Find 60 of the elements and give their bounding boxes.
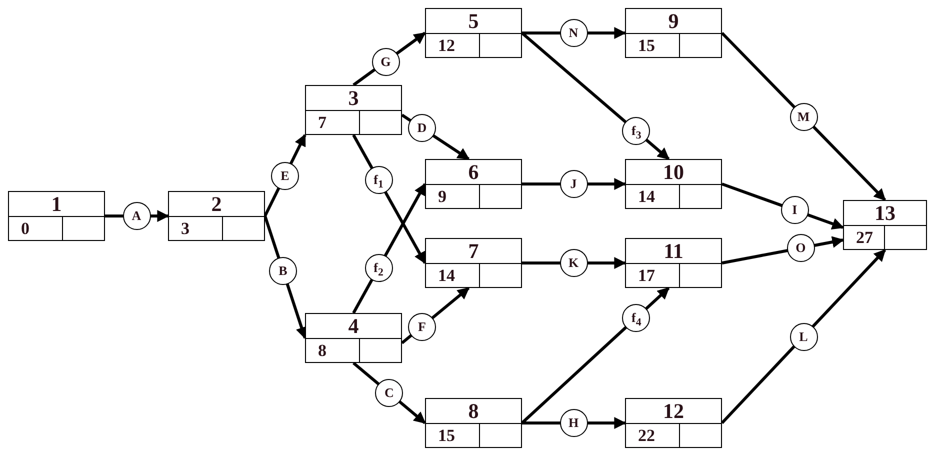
event-number: 9: [667, 9, 680, 33]
event-number: 13: [874, 201, 896, 225]
event-box: [425, 398, 522, 448]
edge-label: K: [560, 249, 588, 277]
event-number: 6: [467, 160, 480, 184]
event-time: 8: [318, 340, 326, 362]
edge-label: I: [780, 196, 809, 224]
edge-label: G: [372, 48, 400, 76]
event-number: 2: [210, 192, 223, 216]
edge-label: O: [786, 234, 815, 262]
event-time: 22: [638, 425, 655, 447]
event-time: 15: [638, 35, 655, 57]
edge-label: L: [790, 322, 818, 350]
event-box: [625, 8, 722, 58]
edge-label: C: [375, 379, 404, 407]
event-number: 3: [347, 86, 360, 110]
edge-label: B: [269, 256, 297, 285]
event-number: 1: [50, 192, 63, 216]
edge-label: f$_{4}$: [622, 304, 650, 332]
edge-label: f$_{1}$: [364, 166, 393, 194]
event-number: 8: [467, 399, 480, 423]
event-box: [425, 238, 522, 288]
event-number: 4: [347, 314, 360, 338]
edge-label: N: [560, 19, 588, 47]
event-box: [625, 398, 722, 448]
event-box: [305, 313, 402, 363]
edge-label: D: [408, 114, 436, 142]
event-box: [305, 85, 402, 135]
event-time: 27: [856, 227, 873, 249]
edge-label: F: [408, 312, 436, 340]
edge-label: J: [560, 170, 588, 198]
event-time: 17: [638, 265, 655, 287]
event-box: [168, 191, 265, 241]
edge-label: f$_{2}$: [364, 254, 393, 282]
arrow: [720, 248, 886, 424]
event-box: [625, 159, 722, 209]
event-time: 7: [318, 112, 326, 134]
edge-label: H: [560, 409, 588, 437]
event-time: 14: [438, 265, 455, 287]
event-number: 5: [467, 9, 480, 33]
arrow: [720, 32, 886, 202]
event-box: [843, 200, 927, 250]
edge-label: A: [122, 202, 150, 230]
event-box: [425, 8, 522, 58]
event-time: 0: [21, 218, 30, 240]
edge-label: E: [271, 162, 299, 190]
edge-label: M: [790, 102, 818, 130]
event-time: 15: [438, 425, 455, 447]
event-time: 14: [638, 186, 655, 208]
event-number: 12: [662, 399, 685, 423]
event-box: [8, 191, 105, 241]
event-time: 3: [181, 218, 190, 240]
event-box: [625, 238, 722, 288]
edge-label: f$_{3}$: [622, 117, 650, 146]
event-time: 9: [438, 186, 446, 208]
event-number: 7: [467, 239, 480, 263]
event-time: 12: [438, 35, 455, 57]
event-number: 10: [662, 160, 685, 184]
event-number: 11: [662, 239, 684, 263]
event-box: [425, 159, 522, 209]
